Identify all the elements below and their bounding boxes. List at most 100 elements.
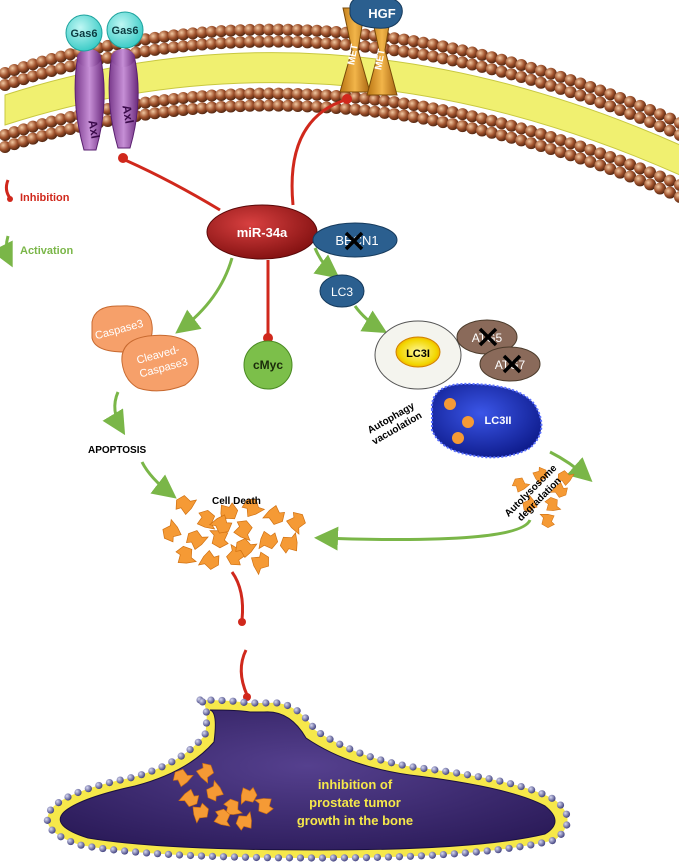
membrane-outer-beads [0,23,679,141]
tumor-bead [474,773,482,781]
membrane-bead [614,166,627,179]
tumor-bead [346,745,354,753]
tumor-bead [395,853,404,861]
membrane-bead [272,35,285,48]
membrane-bead [594,147,607,160]
gas6-label-right: Gas6 [112,25,139,37]
membrane-bead [349,91,362,104]
gas6-ligand-left: Gas6 [65,14,103,52]
membrane-bead [215,37,228,50]
membrane-bead [45,115,58,128]
tumor-bead [548,837,556,845]
membrane-bead [446,54,459,67]
tumor-bead [46,806,55,814]
membrane-bead [291,24,304,37]
membrane-bead [158,106,171,119]
membrane-bead [54,113,67,126]
tumor-bead [207,696,215,704]
fragment [240,787,258,805]
tumor-bead [461,849,469,857]
membrane-bead [584,155,597,168]
membrane-bead [291,99,304,112]
membrane-bead [301,36,314,49]
tumor-bead [517,782,525,791]
tumor-bead [301,714,310,722]
tumor-bead [452,769,461,777]
membrane-bead [148,43,161,56]
membrane-bead [505,131,518,144]
membrane-bead [614,104,627,117]
membrane-bead [36,130,49,143]
tumor-bead [285,854,294,862]
membrane-bead [177,40,190,53]
becn1-label: BECN1 [335,233,378,248]
tumor-bead [450,850,458,858]
tumor-bead [506,780,515,788]
membrane-bead [215,25,228,38]
membrane-bead [282,99,295,112]
tumor-bead [463,771,472,779]
membrane-bead [310,36,323,49]
membrane-bead [272,99,285,112]
membrane-bead [196,38,209,51]
membrane-bead [45,127,58,140]
atg5-node: ATG5 [456,319,518,355]
membrane-bead [339,102,352,115]
met-label-left: MET [346,43,360,66]
axl-receptor-right: Axl [108,49,139,149]
activation-legend-label: Activation [20,245,73,257]
membrane-bead [564,74,577,87]
tumor-bead [293,707,301,715]
tumor-bead [283,701,292,710]
membrane-bead [407,99,420,112]
membrane-bead [8,126,21,139]
tumor-text-line2: prostate tumor [309,795,401,810]
fragment [223,798,243,815]
membrane-bead [644,178,657,191]
membrane-bead [505,119,518,132]
lc3i-label: LC3I [406,348,430,360]
tumor-bead [164,850,173,858]
membrane-bead [388,96,401,109]
fragment [251,551,269,576]
membrane-bead [604,162,617,175]
tumor-bead [110,846,118,854]
tumor-bead [274,854,283,862]
membrane-bead [535,76,547,89]
lc3-to-vesicle-activation [353,305,388,334]
membrane-bead [158,42,171,55]
membrane-bead [446,42,459,55]
tumor-bead [485,775,493,783]
membrane-bead [0,67,11,79]
tumor-bead [557,830,565,838]
membrane-bead [674,117,679,129]
membrane-bead [8,63,21,76]
membrane-bead [634,174,647,187]
hgf-label: HGF [368,6,396,21]
membrane-bead [417,112,430,125]
cell-death-fragments [162,495,306,576]
membrane-bead [584,80,597,93]
membrane-bead [495,117,508,130]
tumor-bead [431,766,439,774]
fragment [197,549,220,570]
membrane-bead [427,38,440,51]
fragment [544,497,562,511]
membrane-bead [8,75,21,88]
tumor-membrane-beads [43,696,571,862]
membrane-bead [26,132,39,145]
tumor-bead [197,852,206,860]
tumor-bead [273,699,281,707]
membrane-inner-layer [4,52,679,176]
membrane-bead [243,35,256,48]
membrane-bead [476,112,489,125]
fragment [262,505,285,525]
membrane-bead [515,59,528,72]
fragment [196,509,216,530]
cell-death-inhibition-1 [230,571,244,621]
tumor-bead [362,853,371,862]
membrane-bead [196,26,209,39]
axl-label-left: Axl [85,119,102,140]
membrane-bead [17,123,30,136]
tumor-bead [556,801,565,809]
